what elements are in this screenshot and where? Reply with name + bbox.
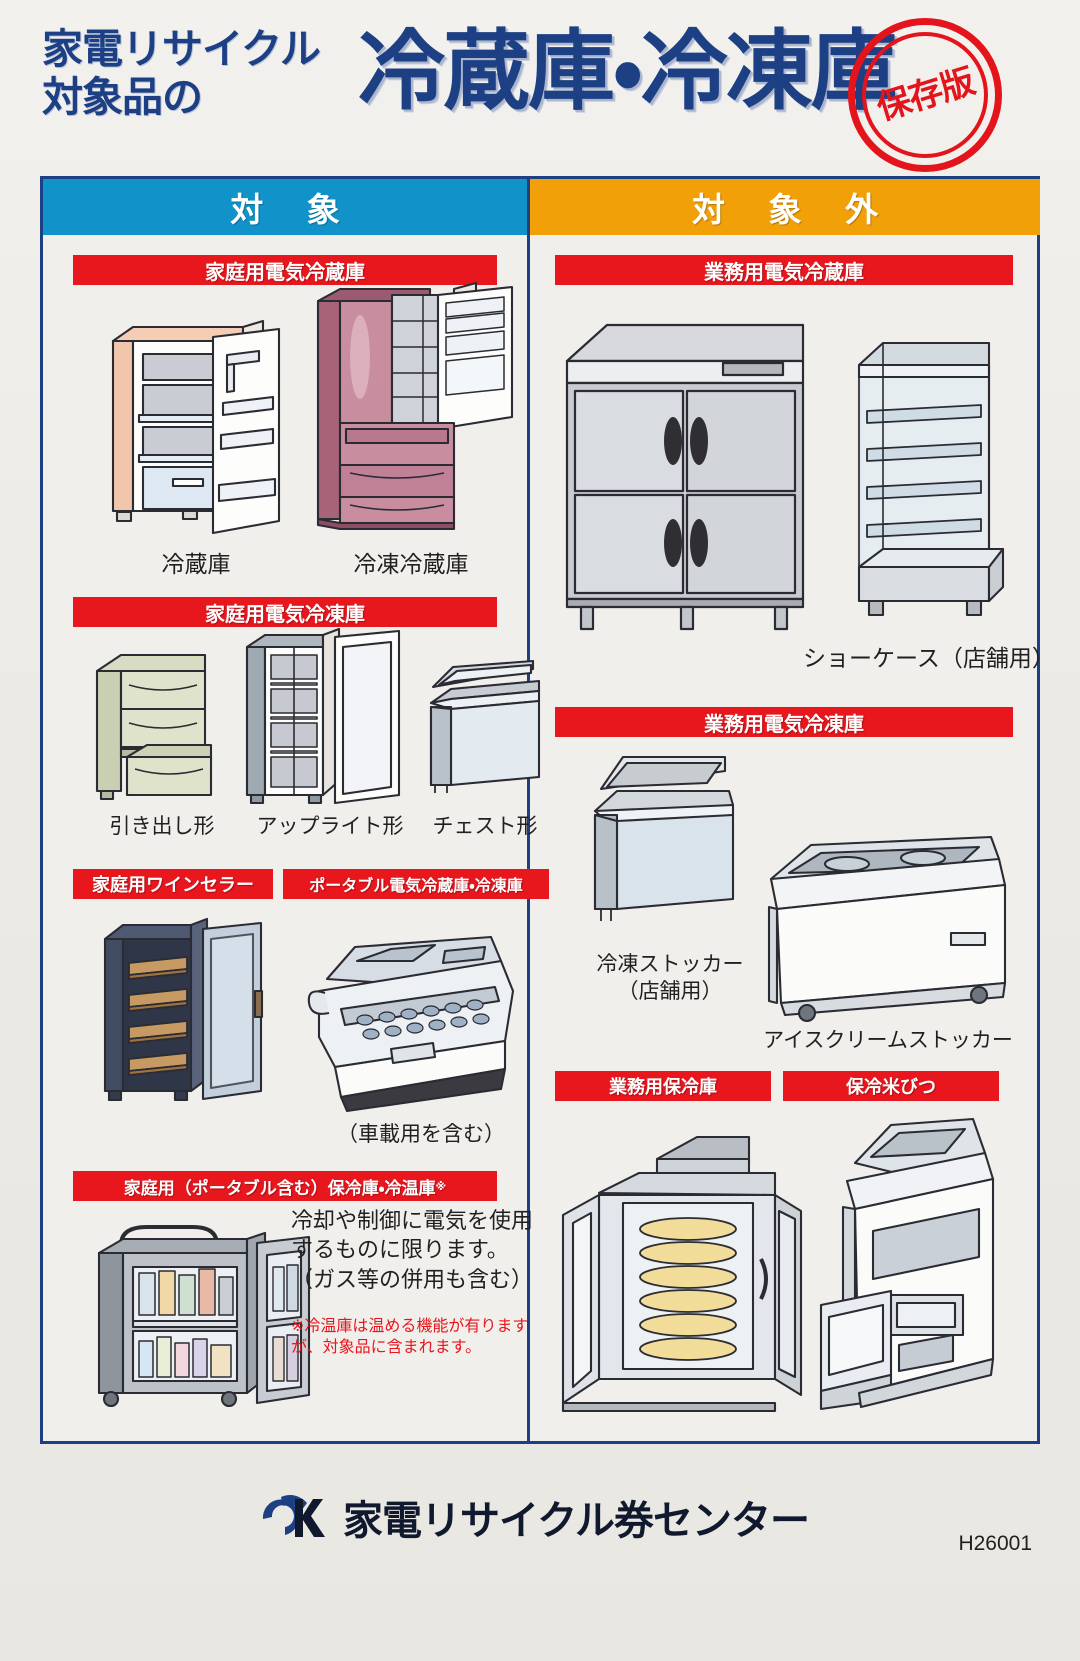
banner-home-cooler-warmer-text: 家庭用（ポータブル含む）保冷庫・冷温庫 [123,1178,436,1199]
banner-asterisk-mark: ※ [435,1179,447,1193]
banner-home-wine-cellar: 家庭用ワインセラー [73,869,273,899]
column-header-excluded: 対 象 外 [530,179,1040,235]
banner-portable-refrigerator-freezer: ポータブル電気冷蔵庫・冷凍庫 [283,869,549,899]
caption-portable-vehicle-note: （車載用を含む） [337,1122,505,1146]
caption-upright-freezer: アップライト形 [256,814,404,838]
caption-ice-cream-stocker: アイスクリームストッカー [763,1028,1013,1052]
page-title: 冷蔵庫・冷凍庫 [358,20,898,122]
column-header-included: 対 象 [43,179,527,235]
caption-chest-freezer: チェスト形 [432,814,538,838]
column-divider [527,179,530,1441]
stamp-label: 保存版 [871,61,979,129]
illustration-showcase [843,319,1018,637]
note-home-cooler: 冷却や制御に電気を使用 するものに限ります。 （ガス等の併用も含む） [291,1209,534,1293]
poster-footer: 家電リサイクル券センター H26001 [0,1460,1080,1660]
illustration-freezer-stocker [583,749,748,944]
stamp-inner-ring: 保存版 [862,32,988,158]
illustration-rice-cold-storage [803,1109,1018,1419]
banner-home-freezer: 家庭用電気冷凍庫 [73,597,497,627]
caption-freezer-refrigerator: 冷凍冷蔵庫 [353,552,469,578]
illustration-ice-cream-stocker [755,815,1017,1027]
preservation-stamp: 保存版 [848,18,1002,172]
organization-name: 家電リサイクル券センター [343,1498,810,1544]
illustration-wine-cellar [95,911,280,1111]
banner-home-refrigerator: 家庭用電気冷蔵庫 [73,255,497,285]
content-frame: 対 象 対 象 外 家庭用電気冷蔵庫 [40,176,1055,1444]
banner-home-cooler-warmer: 家庭用（ポータブル含む）保冷庫・冷温庫※ [73,1171,497,1201]
caption-drawer-freezer: 引き出し形 [109,814,215,838]
organization-logo: 家電リサイクル券センター [255,1488,810,1546]
caption-refrigerator: 冷蔵庫 [161,552,231,578]
header-lead-line1: 家電リサイクル [42,25,321,73]
illustration-chest-freezer [421,647,549,807]
illustration-refrigerator [91,299,301,539]
caption-showcase: ショーケース（店舗用） [803,646,1055,672]
header-lead: 家電リサイクル 対象品の [42,25,372,122]
illustration-commercial-refrigerator [553,305,828,635]
header-lead-line2: 対象品の [42,72,203,121]
document-number: H26001 [958,1532,1032,1555]
banner-commercial-cold-storage: 業務用保冷庫 [555,1071,771,1101]
illustration-home-cooler [81,1209,316,1424]
banner-rice-cold-storage: 保冷米びつ [783,1071,999,1101]
illustration-commercial-cold-storage [539,1119,807,1419]
caption-freezer-stocker: 冷凍ストッカー （店舗用） [596,952,744,1004]
illustration-drawer-freezer [87,637,227,807]
illustration-portable-cooler [295,917,535,1117]
note-red-home-cooler: ※冷温庫は温める機能が有ります が、対象品に含まれます。 [291,1316,529,1357]
banner-commercial-freezer: 業務用電気冷凍庫 [555,707,1013,737]
illustration-upright-freezer [239,621,414,809]
banner-commercial-refrigerator: 業務用電気冷蔵庫 [555,255,1013,285]
rkc-logo-icon [262,1495,325,1537]
poster-header: 家電リサイクル 対象品の 冷蔵庫・冷凍庫 保存版 [0,0,1080,172]
illustration-freezer-refrigerator [298,277,523,539]
